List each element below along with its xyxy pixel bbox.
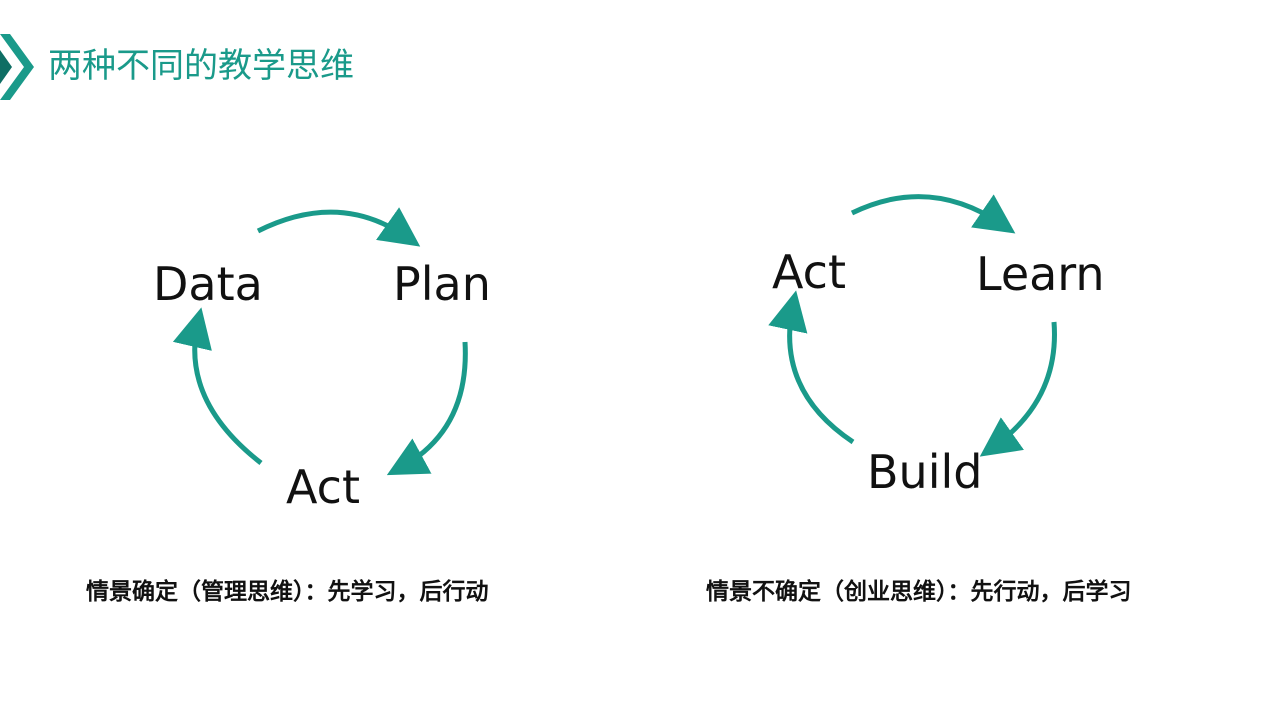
arrow-data-to-plan (256, 207, 421, 247)
caption-entrepreneurial-thinking: 情景不确定（创业思维）：先行动，后学习 (706, 579, 1132, 605)
arrow-learn-to-build (979, 321, 1057, 457)
arrow-build-to-act (768, 290, 855, 445)
node-act: Act (286, 460, 360, 514)
page-title: 两种不同的教学思维 (48, 46, 354, 86)
node-plan: Plan (393, 257, 491, 311)
cycle-left: Data Plan Act (153, 207, 491, 514)
chevron-icon (0, 34, 34, 100)
node-learn: Learn (976, 247, 1105, 301)
arrow-plan-to-act (386, 341, 468, 476)
cycle-right: Act Learn Build (768, 194, 1105, 499)
node-data: Data (153, 257, 263, 311)
caption-management-thinking: 情景确定（管理思维）：先学习，后行动 (86, 579, 489, 605)
node-act: Act (772, 245, 846, 299)
node-build: Build (867, 445, 982, 499)
arrow-act-to-learn (850, 194, 1016, 234)
arrow-act-to-data (172, 307, 263, 465)
